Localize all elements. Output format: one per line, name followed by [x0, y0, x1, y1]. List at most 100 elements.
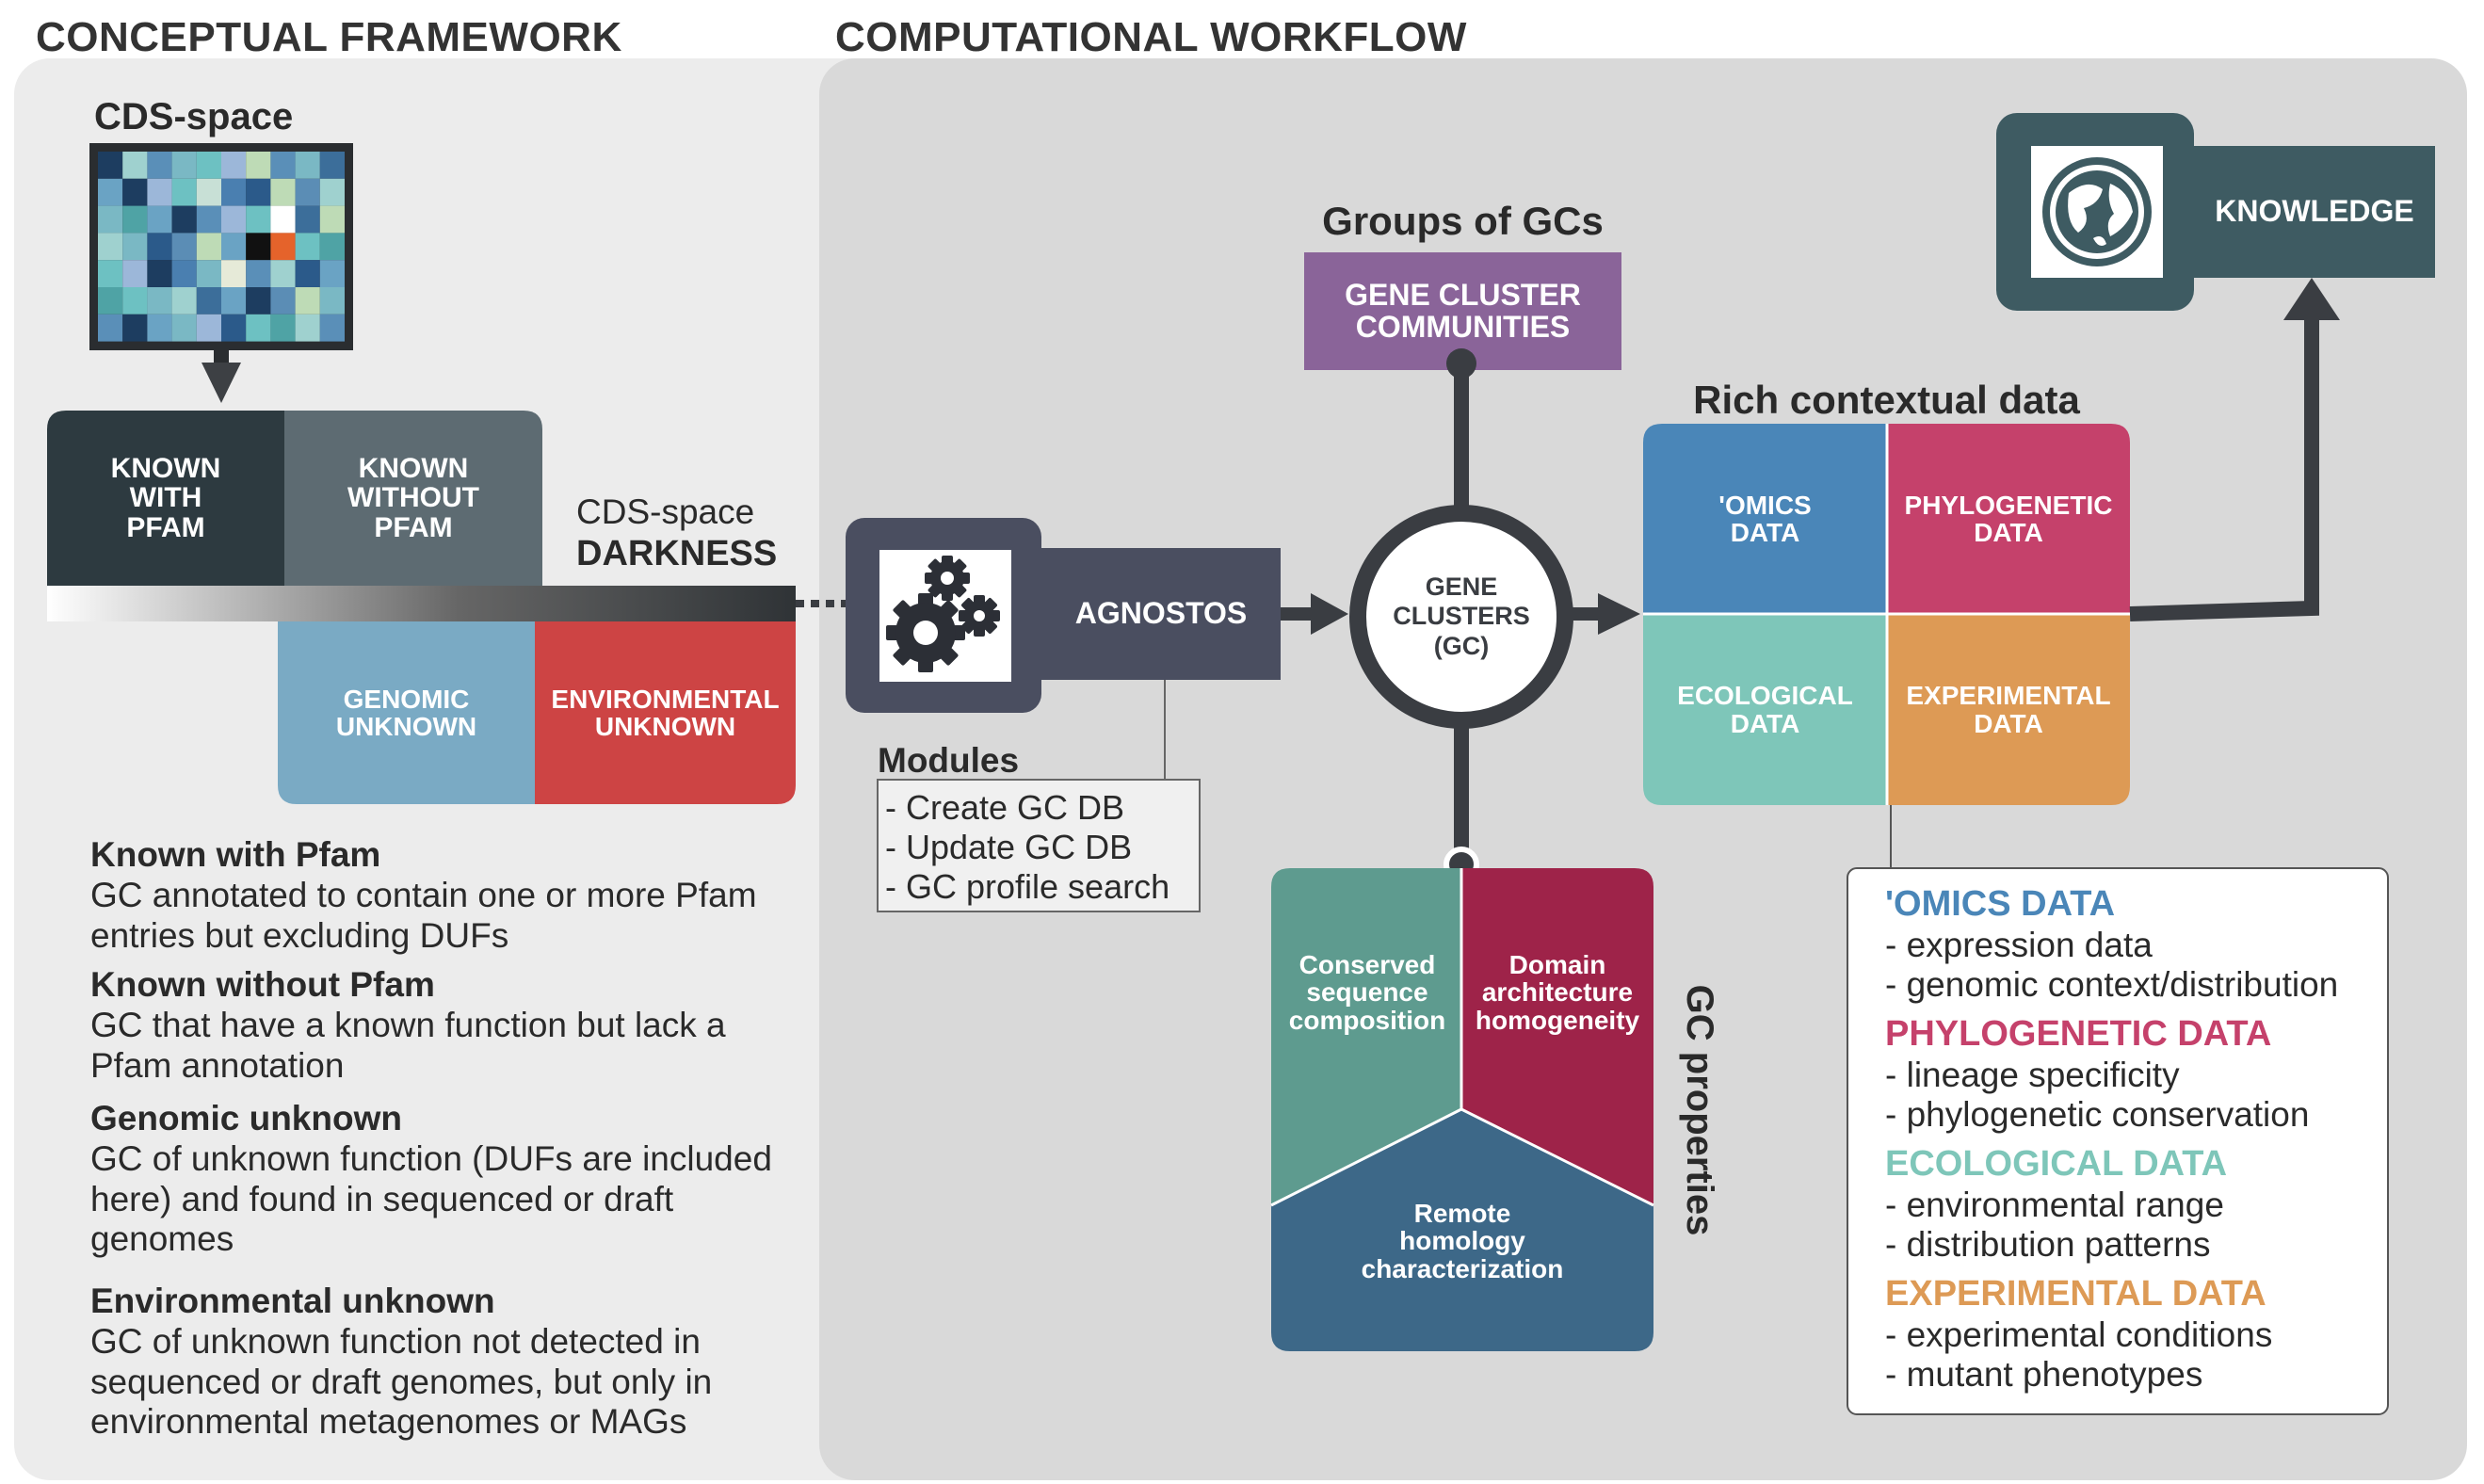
pixel-cell [122, 287, 148, 315]
pixel-cell [147, 205, 172, 234]
pixel-cell [196, 178, 221, 206]
pixel-cell [246, 314, 271, 342]
pixel-cell [270, 314, 296, 342]
domain-label: Domain architecture homogeneity [1475, 950, 1640, 1035]
legend-item: - genomic context/distribution [1885, 965, 2339, 1004]
omics-cell [1643, 424, 1887, 614]
pixel-cell [98, 233, 123, 261]
pixel-cell [319, 260, 345, 287]
known-without-pfam-box [284, 411, 542, 586]
rich-title: Rich contextual data [1693, 378, 2080, 422]
remote-label: Remote homology characterization [1361, 1199, 1564, 1283]
pixel-cell [98, 260, 123, 287]
pixel-cell [171, 152, 197, 179]
pixel-cell [221, 233, 247, 261]
pixel-cell [295, 287, 320, 315]
pixel-cell [171, 178, 197, 206]
def-known-with-pfam-title: Known with Pfam [90, 835, 381, 874]
darkness-line1: CDS-space [576, 492, 755, 531]
pixel-cell [147, 287, 172, 315]
conserved-segment [1271, 868, 1461, 1205]
communities-label: GENE CLUSTER COMMUNITIES [1345, 277, 1581, 344]
pixel-cell [246, 152, 271, 179]
pixel-cell [171, 233, 197, 261]
agnostos-label: AGNOSTOS [1074, 596, 1248, 631]
pixel-cell [295, 233, 320, 261]
pixel-cell [147, 152, 172, 179]
def-environmental-unknown-body: GC of unknown function not detected in s… [90, 1322, 713, 1442]
groups-title: Groups of GCs [1322, 199, 1604, 243]
pixel-cell [98, 178, 123, 206]
pixel-cell [171, 260, 197, 287]
pixel-cell [319, 233, 345, 261]
pixel-cell [295, 205, 320, 234]
pixel-cell [122, 205, 148, 234]
pixel-cell [270, 152, 296, 179]
legend-box [1847, 867, 2389, 1415]
legend-omics-title: 'OMICS DATA [1885, 884, 2116, 924]
def-genomic-unknown-title: Genomic unknown [90, 1099, 402, 1137]
pixel-cell [171, 314, 197, 342]
pixel-cell [122, 314, 148, 342]
cds-space-pixel-grid [98, 152, 345, 342]
def-known-without-pfam-body: GC that have a known function but lack a… [90, 1006, 726, 1085]
gene-clusters-label: GENE CLUSTERS (GC) [1393, 573, 1530, 660]
pixel-cell [270, 178, 296, 206]
conceptual-header: CONCEPTUAL FRAMEWORK [36, 14, 622, 60]
pixel-cell [246, 233, 271, 261]
cds-space-title: CDS-space [94, 96, 294, 137]
arrow-gc-to-rich [1598, 593, 1640, 635]
legend-eco-title: ECOLOGICAL DATA [1885, 1144, 2228, 1184]
module-item: - Update GC DB [885, 828, 1133, 866]
knowledge-label-box [2166, 146, 2435, 278]
pixel-cell [270, 260, 296, 287]
pixel-cell [295, 152, 320, 179]
def-known-with-pfam-body: GC annotated to contain one or more Pfam… [90, 876, 757, 955]
pixel-cell [319, 205, 345, 234]
pixel-cell [196, 314, 221, 342]
gears-icon [886, 556, 1000, 672]
pixel-cell [270, 205, 296, 234]
known-with-pfam-label: KNOWN WITH PFAM [110, 452, 221, 543]
conserved-label: Conserved sequence composition [1288, 950, 1446, 1035]
legend-item: - phylogenetic conservation [1885, 1095, 2310, 1134]
darkness-line2: DARKNESS [576, 534, 778, 573]
def-known-without-pfam-title: Known without Pfam [90, 965, 435, 1004]
genomic-unknown-box [278, 621, 535, 804]
modules-title: Modules [878, 741, 1020, 780]
arrow-rich-to-knowledge [2129, 315, 2319, 621]
pixel-cell [221, 152, 247, 179]
pixel-cell [196, 205, 221, 234]
pixel-cell [221, 178, 247, 206]
remote-segment [1271, 1109, 1653, 1351]
pixel-cell [98, 152, 123, 179]
darkness-gradient-bar [47, 586, 796, 621]
pixel-cell [319, 314, 345, 342]
pixel-cell [221, 260, 247, 287]
exp-label: EXPERIMENTAL DATA [1906, 681, 2111, 738]
pixel-cell [98, 287, 123, 315]
pixel-cell [98, 205, 123, 234]
legend-exp-title: EXPERIMENTAL DATA [1885, 1274, 2266, 1314]
module-item: - Create GC DB [885, 788, 1125, 827]
communities-node [1446, 348, 1476, 379]
legend-item: - lineage specificity [1885, 1056, 2180, 1094]
known-with-pfam-box [47, 411, 284, 586]
legend-item: - expression data [1885, 926, 2153, 964]
pixel-cell [122, 152, 148, 179]
module-item: - GC profile search [885, 867, 1170, 906]
eco-label: ECOLOGICAL DATA [1677, 681, 1853, 738]
modules-box [877, 779, 1201, 912]
pixel-cell [147, 260, 172, 287]
domain-segment [1461, 868, 1653, 1205]
pixel-cell [196, 260, 221, 287]
pixel-cell [98, 314, 123, 342]
environmental-unknown-label: ENVIRONMENTAL UNKNOWN [551, 684, 780, 741]
pixel-cell [171, 287, 197, 315]
down-arrow [202, 363, 241, 403]
pixel-cell [196, 287, 221, 315]
pixel-cell [122, 178, 148, 206]
eco-cell [1643, 614, 1887, 805]
globe-icon [2042, 157, 2152, 266]
